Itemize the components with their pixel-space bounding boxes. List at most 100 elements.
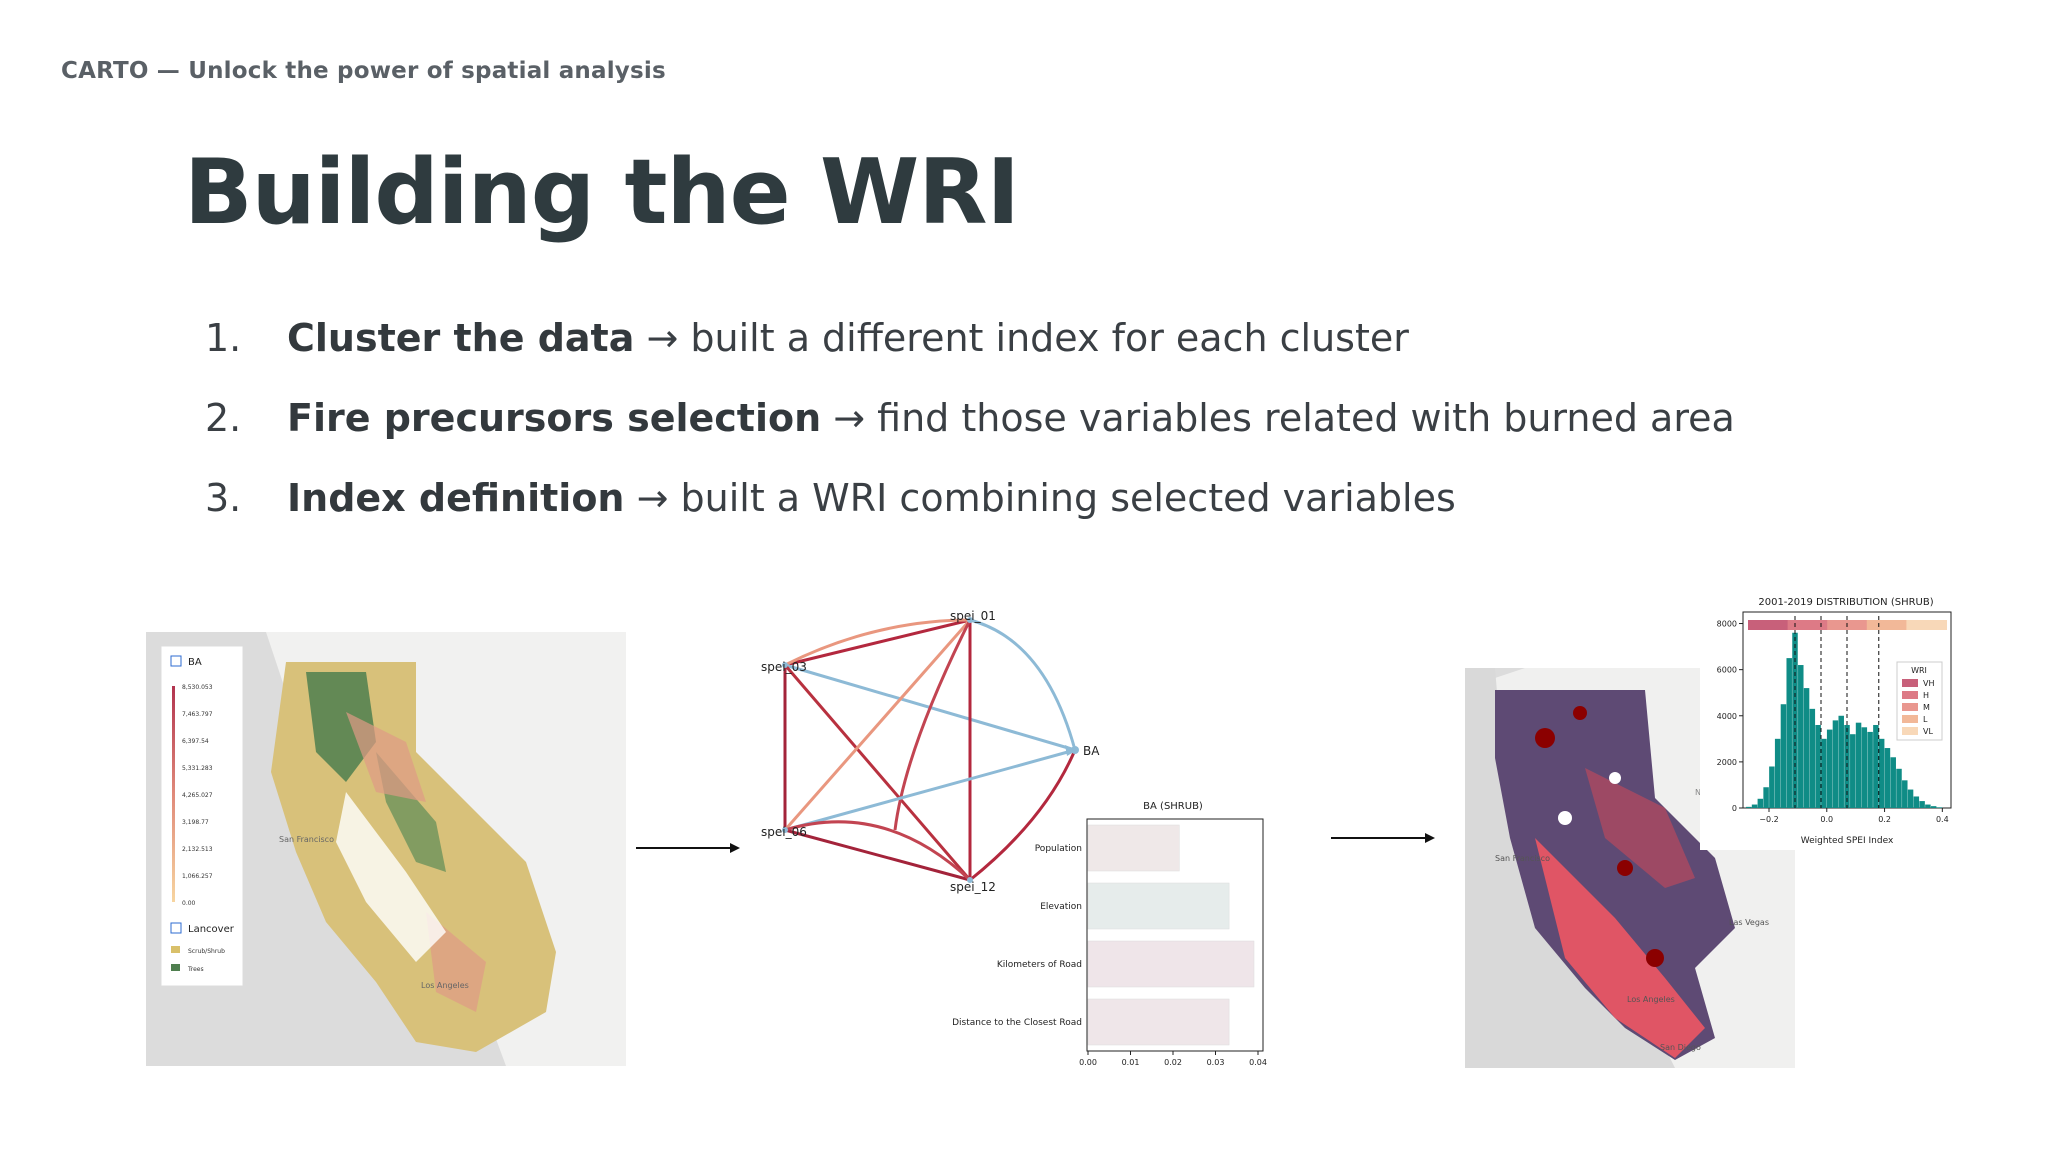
graph-edge [784,820,972,882]
y-tick-label: 6000 [1717,666,1737,675]
histogram-bar [1873,724,1879,808]
y-tick-label: 2000 [1717,758,1737,767]
category-label: Elevation [1040,902,1082,912]
graph-edge [784,828,971,882]
graph-edge [969,618,1077,751]
histogram-bar [1803,688,1810,808]
step-rest: built a different index for each cluster [678,316,1409,360]
legend-value: 3,198.77 [182,819,209,826]
histogram-bar [1925,804,1931,808]
histogram-bar [1815,724,1821,808]
legend-label: VL [1923,727,1933,736]
legend-swatch [1902,715,1918,723]
legend-label: L [1923,715,1928,724]
wri-ramp-segment [1866,620,1908,630]
step-bold: Cluster the data [287,316,635,360]
wri-legend: WRI VH HML VL [1896,661,1943,741]
histogram-bar [1867,731,1873,808]
graph-edge [784,618,971,667]
legend-title: WRI [1911,666,1927,675]
arrow-glyph: → [833,396,866,440]
x-tick-label: −0.2 [1759,815,1778,824]
histogram-bar [1884,748,1891,808]
city-label: San Francisco [1495,854,1550,863]
map-burned-area: BA 8,530.0537,463.7976,397.545,331.2834,… [146,632,626,1066]
checkbox-icon[interactable] [170,655,182,667]
y-tick-label: 8000 [1717,620,1737,629]
step-rest: find those variables related with burned… [865,396,1735,440]
legend-label: VH [1923,679,1935,688]
histogram-bar [1907,789,1914,808]
bar-chart: BA (SHRUB) PopulationElevationKilometers… [952,801,1267,1067]
checkbox-icon[interactable] [170,922,182,934]
histogram-bar [1757,798,1764,808]
legend-value: 4,265.027 [182,792,213,799]
legend-swatch [1902,727,1918,735]
category-label: Distance to the Closest Road [952,1018,1082,1028]
legend-label: M [1923,703,1930,712]
legend-value: 0.00 [182,900,196,907]
histogram-bar [1902,780,1908,808]
graph-edge [969,749,1077,882]
chart-title: 2001-2019 DISTRIBUTION (SHRUB) [1758,597,1933,608]
legend-swatch [1902,691,1918,699]
node-label: spei_01 [950,609,996,623]
bar [1087,882,1230,930]
step-bold: Index definition [287,476,625,520]
legend-landcover-label: Lancover [188,924,235,935]
ba-color-ramp [172,686,175,902]
histogram-bar [1826,729,1833,808]
node-label: spei_12 [950,880,996,894]
legend-label: H [1923,691,1929,700]
step-number: 1. [205,316,242,360]
legend-value: 5,331.283 [182,765,213,772]
ba-legend-values: 8,530.0537,463.7976,397.545,331.2834,265… [182,684,213,907]
graph-edge [783,619,972,831]
histogram-bar [1890,757,1896,808]
x-tick-label: 0.2 [1878,815,1891,824]
histogram-bar [1855,722,1862,808]
x-tick-label: 0.02 [1164,1058,1182,1067]
histogram-bar [1919,801,1925,808]
graph-edge [893,619,972,831]
header-text: CARTO — Unlock the power of spatial anal… [61,58,666,84]
slide-title: Building the WRI [184,140,1020,245]
x-tick-label: 0.00 [1079,1058,1097,1067]
graph-edge [784,618,971,667]
x-tick-label: 0.04 [1249,1058,1267,1067]
category-label: Kilometers of Road [997,960,1082,970]
graph-edge [783,664,972,881]
histogram-bar [1792,632,1798,808]
wri-ramp-segment [1748,620,1789,630]
city-label: San Francisco [279,835,334,844]
wri-ramp-segment [1906,620,1947,630]
node-label: spei_03 [761,660,807,674]
category-label: Population [1035,844,1082,854]
bar [1087,998,1230,1046]
network-graph: spei_01 spei_03 BA spei_06 spei_12 [761,609,1100,894]
histogram-bar [1774,738,1781,808]
wri-map-region [1495,690,1735,1060]
bar [1087,940,1255,988]
legend-value: 8,530.053 [182,684,213,691]
arrow-glyph: → [636,476,669,520]
histogram-bar [1861,727,1868,808]
histogram-bar [1930,806,1937,808]
city-label: Los Angeles [421,981,469,990]
legend-swatch [1902,679,1918,687]
histogram-bar [1821,738,1827,808]
node-label: spei_06 [761,825,807,839]
flow-arrow [636,843,740,853]
wri-ramp-segment [1787,620,1829,630]
histogram-bar [1780,704,1787,808]
landcover-label: Scrub/Shrub [188,948,225,955]
histogram-bar [1896,768,1902,808]
histogram-bar [1769,766,1775,808]
histogram-bar [1913,796,1920,808]
graph-edge [784,748,1076,832]
x-tick-label: 0.0 [1820,815,1833,824]
x-axis-label: Weighted SPEI Index [1801,836,1894,846]
city-label: Los Angeles [1627,995,1675,1004]
plot-frame [1086,818,1264,1052]
step-bold: Fire precursors selection [287,396,822,440]
